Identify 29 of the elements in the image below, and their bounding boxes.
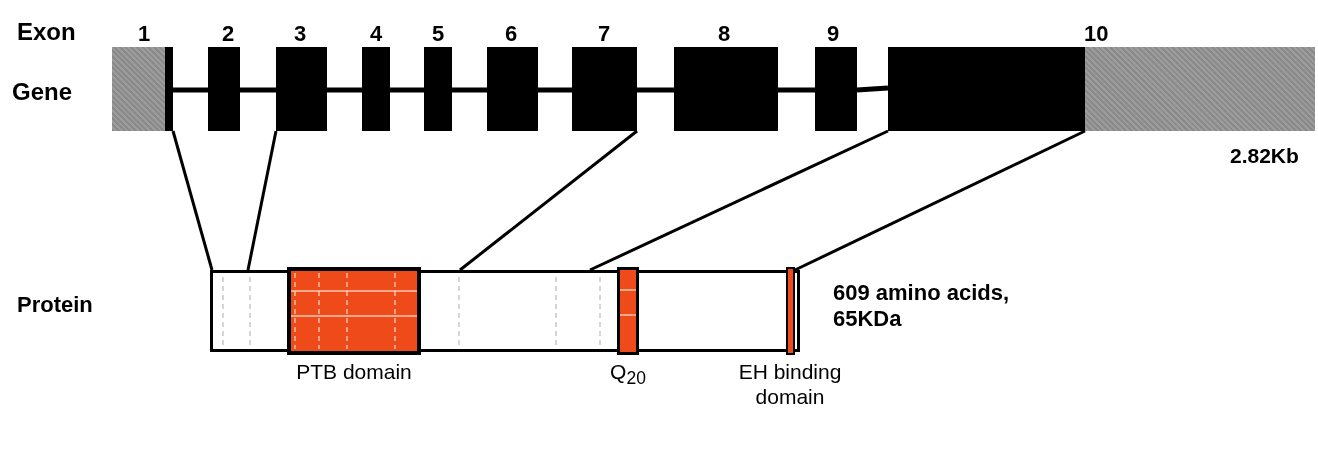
- text-label: Exon: [17, 18, 76, 47]
- intron-line: [390, 87, 424, 93]
- intron-line: [637, 87, 674, 93]
- exon-number: 3: [294, 20, 307, 47]
- text-label: 2.82Kb: [1230, 143, 1299, 169]
- exon-number: 10: [1084, 20, 1109, 47]
- intron-line: [856, 85, 889, 93]
- intron-line: [327, 87, 362, 93]
- exon-number: 9: [827, 20, 840, 47]
- intron-line: [240, 87, 276, 93]
- exon-number: 7: [598, 20, 611, 47]
- mapping-line: [794, 129, 1086, 272]
- intron-line: [173, 87, 208, 93]
- exon-number: 5: [432, 20, 445, 47]
- exon-number: 1: [138, 20, 151, 47]
- mapping-line: [171, 130, 214, 271]
- intron-line: [538, 87, 572, 93]
- exon-number: 6: [505, 20, 518, 47]
- exon-number: 2: [222, 20, 235, 47]
- exon-number: 8: [718, 20, 731, 47]
- mapping-line: [459, 129, 638, 272]
- text-label: Protein: [17, 292, 94, 319]
- text-label: Gene: [12, 78, 73, 107]
- mapping-line: [589, 129, 889, 272]
- text-label: 609 amino acids, 65KDa: [833, 280, 1011, 333]
- intron-line: [452, 87, 487, 93]
- mapping-line: [246, 130, 278, 271]
- intron-line: [778, 87, 815, 93]
- exon-number: 4: [370, 20, 383, 47]
